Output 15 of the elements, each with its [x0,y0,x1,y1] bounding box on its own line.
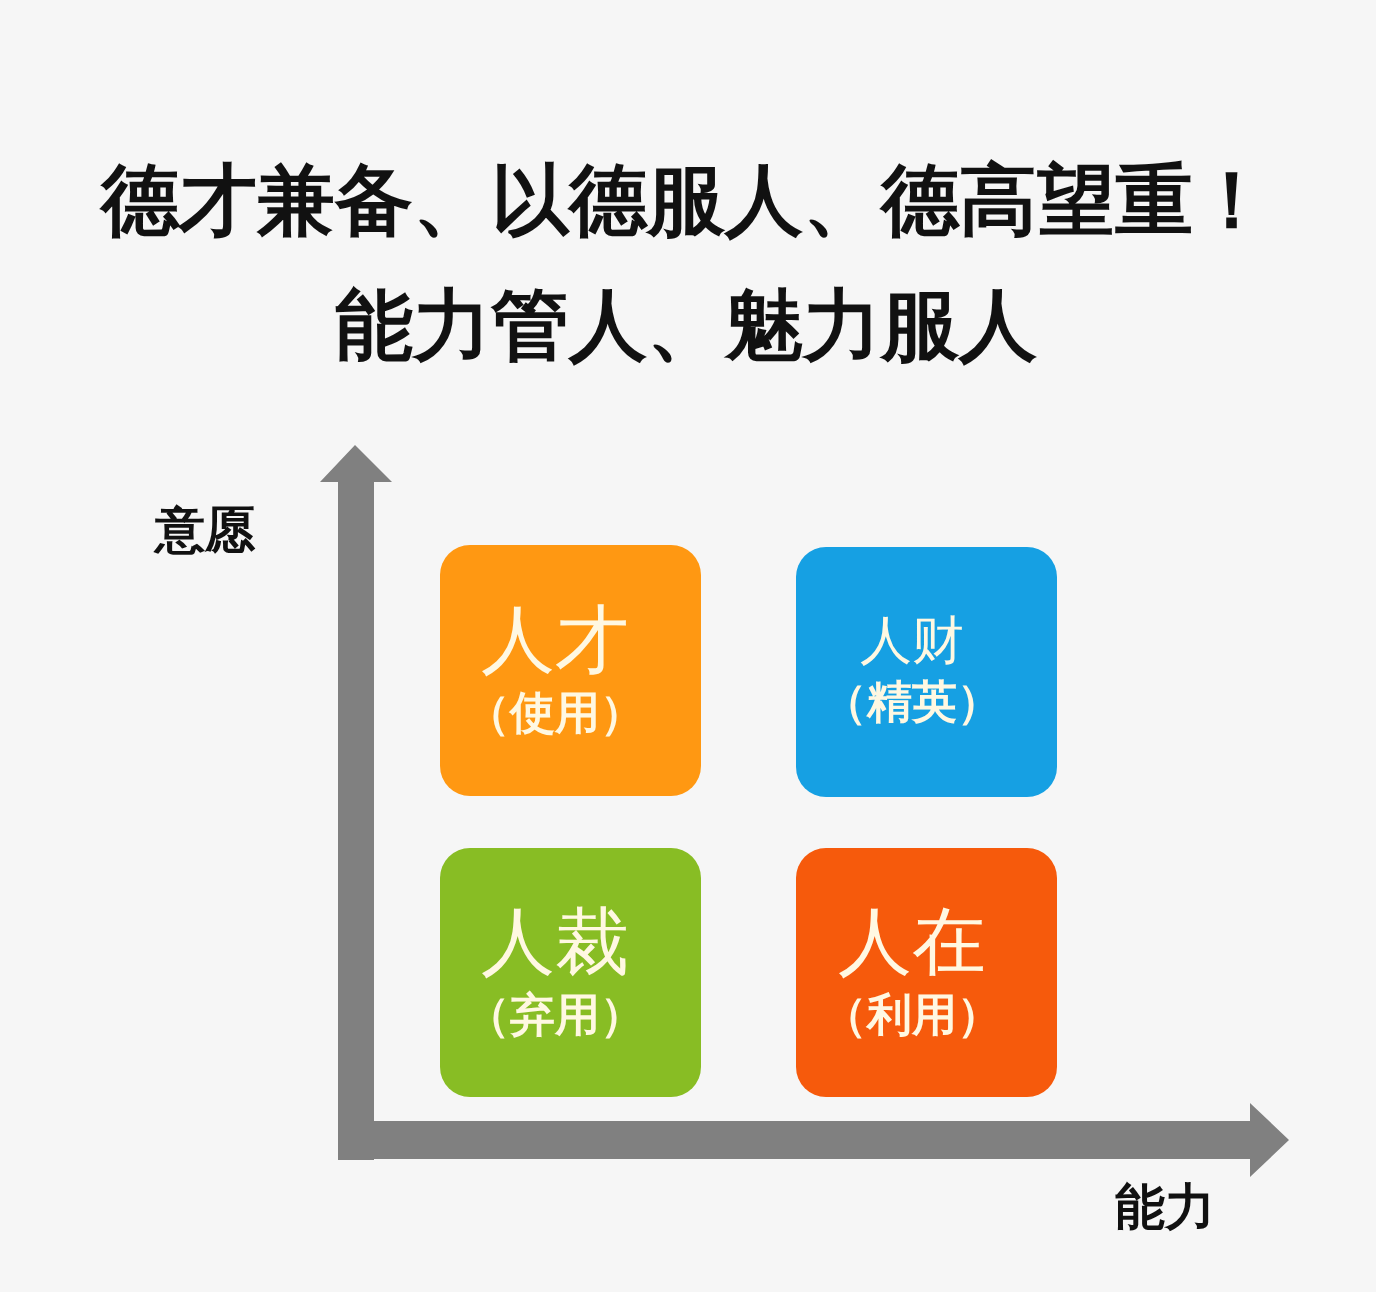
quadrant-subtitle: （使用） [464,684,645,741]
quadrant-box [440,848,701,1097]
quadrant-title: 人裁 [480,900,629,982]
quadrant-box [796,848,1057,1097]
quadrant-title: 人在 [837,900,986,982]
quadrant-box [440,545,701,796]
quadrant-subtitle: （利用） [821,986,1002,1043]
quadrant-subtitle: （弃用） [464,986,645,1043]
quadrant-title: 人才 [480,598,629,680]
axis-label: 意愿 [155,503,255,558]
title: 德才兼备、以德服人、德高望重！能力管人、魅力服人 [98,154,1272,372]
axis-label: 能力 [1115,1180,1215,1235]
quadrant-box [796,547,1057,797]
quadrant-subtitle: （精英） [821,674,1002,731]
quadrant-title: 人财 [859,612,964,670]
